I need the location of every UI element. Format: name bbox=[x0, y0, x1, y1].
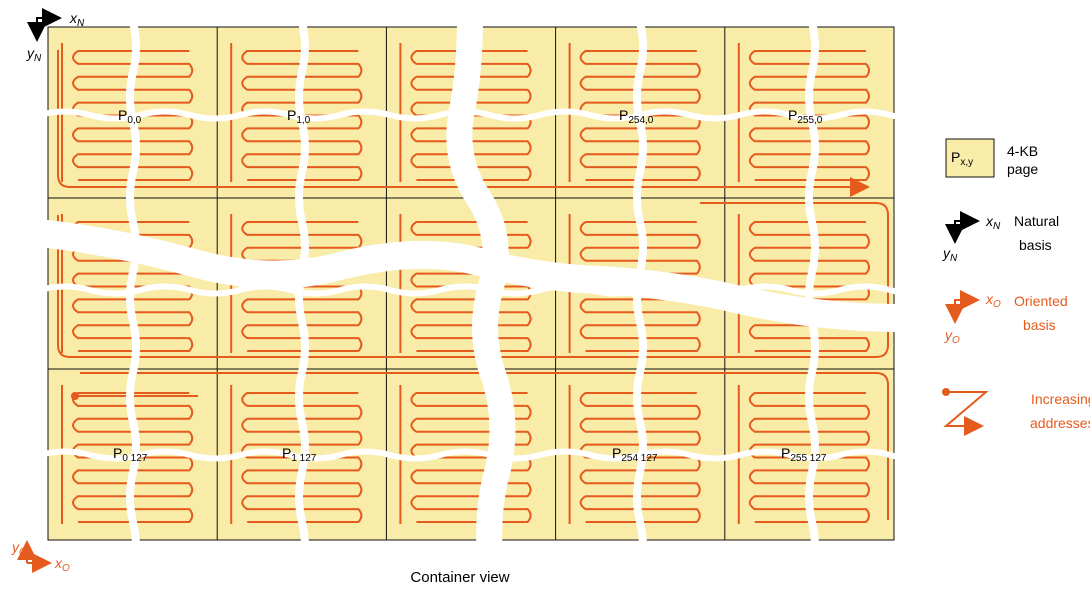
legend-oriented-y-label: yO bbox=[944, 327, 960, 346]
big-vertical-band bbox=[446, 5, 516, 588]
page-serpentine-curve bbox=[410, 392, 532, 523]
elision-gaps bbox=[16, 5, 1014, 588]
legend-natural-text-1: Natural bbox=[1014, 213, 1059, 229]
row0-return-line bbox=[57, 50, 870, 197]
legend-page-text-2: page bbox=[1007, 161, 1038, 177]
page-labels: P0,0 P1,0 P254,0 P255,0 P0 127 P1 127 P2… bbox=[113, 107, 827, 464]
oriented-x-label: xO bbox=[54, 555, 70, 574]
natural-basis-axes bbox=[27, 8, 62, 42]
legend: Px,y 4-KB page xN yN Natural basis xO yO… bbox=[942, 138, 1090, 436]
legend-oriented-x-label: xO bbox=[985, 291, 1001, 310]
legend-increasing-text-1: Increasing bbox=[1031, 391, 1090, 407]
natural-x-label: xN bbox=[69, 10, 85, 29]
page-label-p1127: P1 127 bbox=[282, 445, 317, 464]
oriented-y-label: yO bbox=[11, 539, 27, 558]
legend-page-box-label: Px,y bbox=[951, 149, 973, 168]
page-label-p255127: P255 127 bbox=[781, 445, 827, 464]
page-label-p254127: P254 127 bbox=[612, 445, 658, 464]
row-traversal bbox=[57, 50, 889, 520]
row1-traversal bbox=[57, 202, 889, 358]
row2-traversal bbox=[80, 372, 889, 520]
page-label-p00: P0,0 bbox=[118, 107, 142, 126]
legend-oriented-text-2: basis bbox=[1023, 317, 1056, 333]
page-label-p0127: P0 127 bbox=[113, 445, 148, 464]
legend-natural-y-label: yN bbox=[942, 245, 958, 264]
page-label-p2540: P254,0 bbox=[619, 107, 654, 126]
page-label-p10: P1,0 bbox=[287, 107, 311, 126]
legend-natural-text-2: basis bbox=[1019, 237, 1052, 253]
hgap-1 bbox=[37, 108, 943, 122]
big-horizontal-band bbox=[16, 218, 1014, 333]
legend-natural-x-label: xN bbox=[985, 213, 1001, 232]
legend-oriented-text-1: Oriented bbox=[1014, 293, 1068, 309]
legend-increasing-zigzag bbox=[943, 391, 989, 436]
page-label-p2550: P255,0 bbox=[788, 107, 823, 126]
diagram-caption: Container view bbox=[410, 569, 510, 586]
legend-page-text-1: 4-KB bbox=[1007, 143, 1038, 159]
natural-y-label: yN bbox=[26, 45, 42, 64]
legend-increasing-text-2: addresses bbox=[1030, 415, 1090, 431]
oriented-basis-axes bbox=[17, 540, 52, 573]
legend-page-box bbox=[945, 138, 995, 178]
